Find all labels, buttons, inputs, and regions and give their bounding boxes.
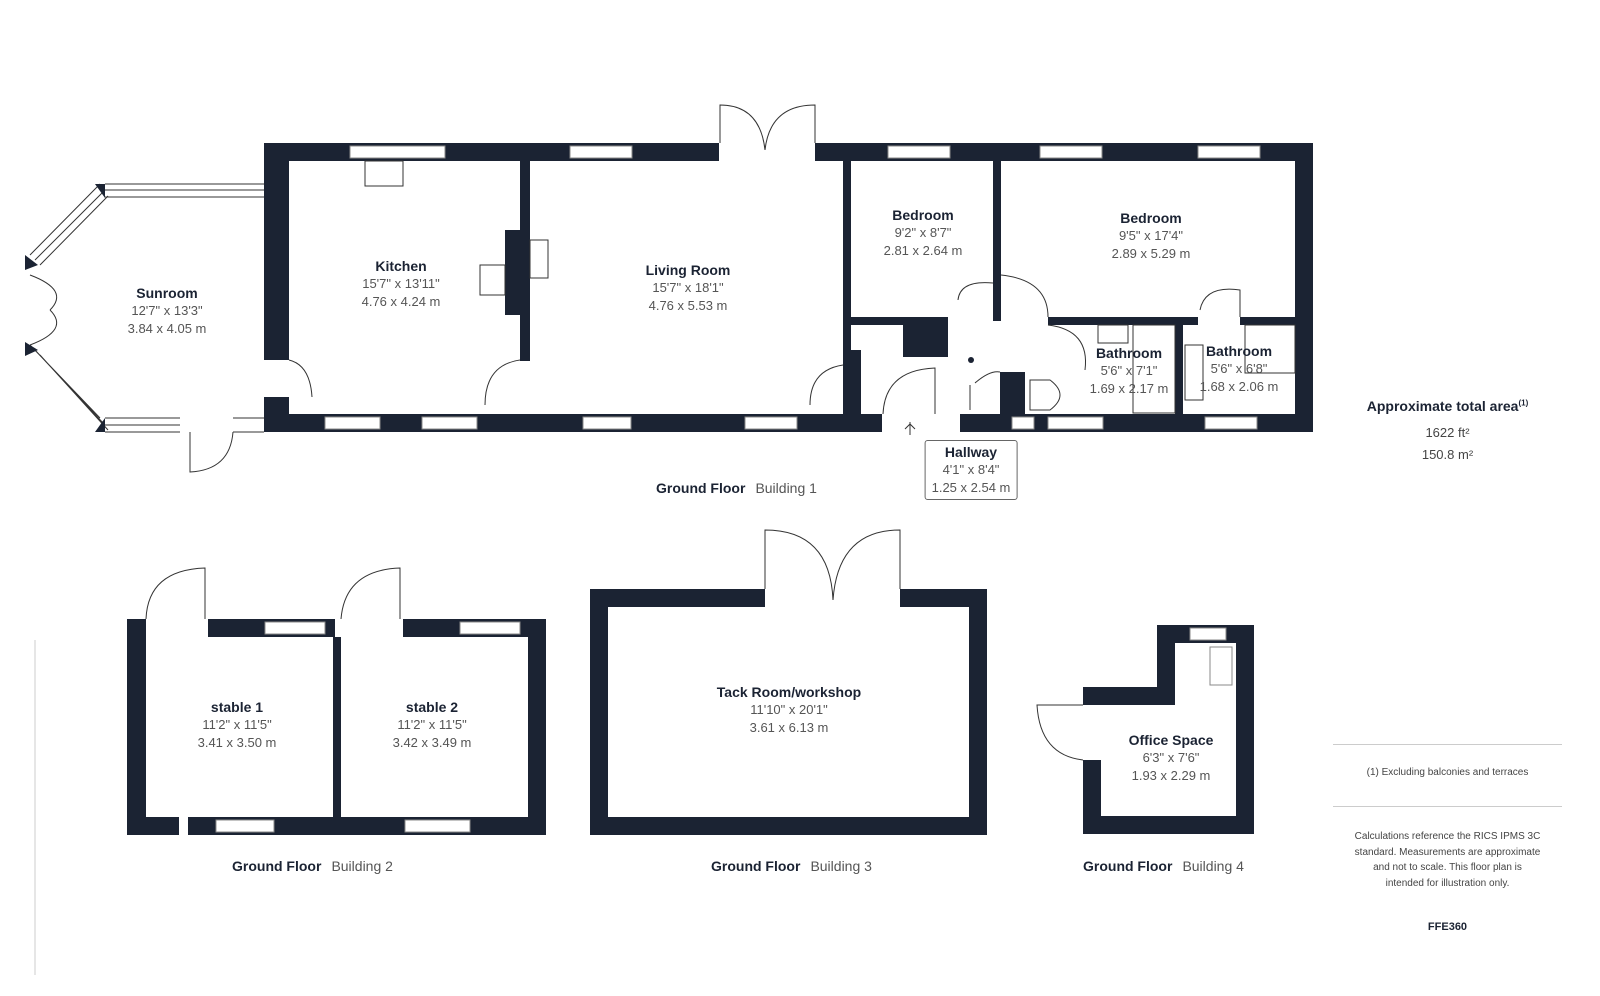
windows-building-1 (324, 145, 1261, 430)
footnote: (1) Excluding balconies and terraces (1366, 767, 1529, 778)
brand-logo: FFE360 (1427, 921, 1468, 933)
total-area-m: 150.8 m² (1421, 447, 1474, 462)
sunroom-glazing (29, 104, 1296, 473)
entrance-arrow-icon (904, 423, 916, 435)
door-building-4 (1036, 704, 1084, 761)
doors-building-2 (145, 567, 401, 620)
double-door-building-3 (764, 529, 901, 601)
walls-building-4 (1083, 625, 1254, 834)
divider (1333, 806, 1562, 807)
walls-sunroom-corners (25, 184, 105, 432)
divider (1333, 744, 1562, 745)
total-area-title: Approximate total area(1) (1366, 398, 1529, 414)
windows-building-2 (215, 619, 521, 833)
disclaimer: Calculations reference the RICS IPMS 3C … (1354, 831, 1541, 889)
total-area-ft: 1622 ft² (1425, 425, 1470, 440)
walls-building-2 (127, 619, 546, 835)
windows-building-4 (1189, 627, 1233, 686)
